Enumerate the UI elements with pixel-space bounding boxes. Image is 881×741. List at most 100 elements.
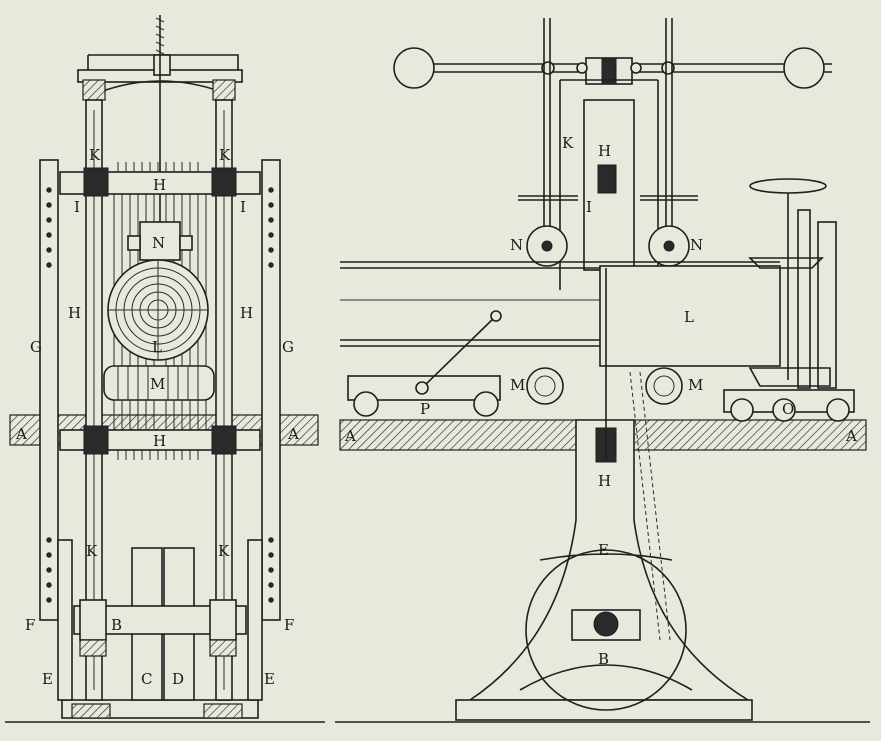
label-left-i1: I bbox=[74, 198, 80, 216]
right-weight-left bbox=[393, 47, 435, 89]
label-right-m2: M bbox=[688, 376, 703, 394]
right-roller-n-right-hub bbox=[663, 240, 675, 252]
left-outer-post-b bbox=[261, 159, 281, 621]
label-left-l: L bbox=[152, 338, 162, 356]
label-left-b: B bbox=[111, 616, 122, 634]
right-flywheel bbox=[525, 549, 687, 711]
left-upper-clamp-a bbox=[83, 167, 109, 197]
right-press-post-a bbox=[797, 209, 811, 389]
label-left-n: N bbox=[152, 234, 165, 252]
left-lower-crossbar bbox=[59, 429, 261, 451]
left-outer-post-a bbox=[39, 159, 59, 621]
label-left-k4: K bbox=[218, 542, 230, 560]
right-weight-right bbox=[783, 47, 825, 89]
right-gear-m-left-inner bbox=[534, 375, 556, 397]
left-column-cap-b bbox=[212, 79, 236, 101]
label-left-h2: H bbox=[68, 304, 81, 322]
right-handle-left bbox=[518, 195, 578, 201]
right-cart-o-wheel-c bbox=[826, 398, 850, 422]
left-gear-teeth bbox=[117, 366, 199, 400]
label-left-a2: A bbox=[287, 425, 299, 443]
right-bearing-b-hub bbox=[593, 611, 619, 637]
right-gear-m-right-inner bbox=[653, 375, 675, 397]
label-left-c: C bbox=[141, 670, 152, 688]
label-left-h1: H bbox=[153, 176, 166, 194]
left-base-hatch-a bbox=[71, 703, 111, 719]
left-bottom-post-a bbox=[57, 539, 73, 701]
right-cart-p-pivot bbox=[415, 381, 429, 395]
label-right-h2: H bbox=[598, 472, 611, 490]
label-left-k1: K bbox=[89, 146, 101, 164]
right-pedestal-arch bbox=[539, 553, 673, 561]
left-gear-m bbox=[103, 365, 215, 401]
right-cart-o-wheel-a bbox=[730, 398, 754, 422]
label-right-o: O bbox=[782, 400, 794, 418]
label-left-g2: G bbox=[282, 338, 294, 356]
left-upper-clamp-b bbox=[211, 167, 237, 197]
right-pedestal-foot-arch bbox=[519, 664, 693, 691]
right-cart-p-lever bbox=[421, 315, 497, 389]
label-right-a2: A bbox=[845, 427, 857, 445]
label-right-k: K bbox=[562, 134, 574, 152]
label-right-m1: M bbox=[510, 376, 525, 394]
label-right-n1: N bbox=[510, 236, 523, 254]
left-bearing-a bbox=[79, 599, 107, 641]
right-gear-m-right bbox=[645, 367, 683, 405]
left-block-n-lug-b bbox=[179, 235, 193, 251]
right-view: A A B E H H I K L M M N N O P bbox=[335, 18, 870, 723]
label-right-p: P bbox=[420, 400, 430, 418]
left-upper-springs bbox=[117, 162, 199, 172]
right-cart-p-wheel-a bbox=[353, 391, 379, 417]
left-upper-crossbar bbox=[59, 171, 261, 195]
label-right-b: B bbox=[598, 650, 609, 668]
label-left-k3: K bbox=[86, 542, 98, 560]
label-right-n2: N bbox=[690, 236, 703, 254]
label-right-i: I bbox=[586, 198, 592, 216]
left-screw-thread bbox=[155, 17, 165, 55]
right-beam-pin-b bbox=[576, 62, 588, 74]
right-cart-p-wheel-b bbox=[473, 391, 499, 417]
label-left-e2: E bbox=[264, 670, 275, 688]
label-right-l: L bbox=[684, 308, 694, 326]
left-bearing-b bbox=[209, 599, 237, 641]
left-column-cap-a bbox=[82, 79, 106, 101]
right-roller-n-left-hub bbox=[541, 240, 553, 252]
right-press-post-b bbox=[817, 221, 837, 389]
left-post-holes bbox=[46, 187, 274, 603]
right-upper-clamp-h bbox=[597, 164, 617, 194]
label-left-h3: H bbox=[240, 304, 253, 322]
right-beam-pin-c bbox=[630, 62, 642, 74]
left-block-n-lug-a bbox=[127, 235, 141, 251]
left-bearing-a-base bbox=[79, 639, 107, 657]
left-lower-clamp-a bbox=[83, 425, 109, 455]
label-right-e: E bbox=[598, 541, 609, 559]
left-view: A A B C D E E F F G G H H H H I I K K K … bbox=[5, 15, 325, 723]
right-cart-o-wheel-b bbox=[772, 398, 796, 422]
right-press-wheel bbox=[749, 178, 827, 194]
label-left-m: M bbox=[150, 375, 165, 393]
right-beam-pin-d bbox=[661, 61, 675, 75]
label-right-a1: A bbox=[344, 427, 356, 445]
right-press-upper-plate bbox=[748, 257, 824, 269]
right-press-lower-plate bbox=[748, 367, 831, 387]
left-roll-rings bbox=[108, 260, 208, 360]
left-base-hatch-b bbox=[203, 703, 243, 719]
right-beam-hub-core bbox=[601, 57, 617, 85]
right-gear-m-left bbox=[526, 367, 564, 405]
label-left-d: D bbox=[172, 670, 184, 688]
label-left-h4: H bbox=[153, 432, 166, 450]
label-left-f1: F bbox=[25, 616, 35, 634]
label-left-i2: I bbox=[240, 198, 246, 216]
right-belt-dashed bbox=[629, 371, 671, 641]
label-left-g1: G bbox=[30, 338, 42, 356]
right-handle-right bbox=[640, 195, 698, 201]
right-beam-pin-a bbox=[541, 61, 555, 75]
label-right-h1: H bbox=[598, 142, 611, 160]
right-cart-p-lever-pin bbox=[490, 310, 502, 322]
left-bottom-post-b bbox=[247, 539, 263, 701]
label-left-k2: K bbox=[219, 146, 231, 164]
left-lower-springs bbox=[117, 450, 199, 460]
left-top-nut bbox=[153, 54, 171, 76]
right-panel-l bbox=[599, 265, 781, 367]
